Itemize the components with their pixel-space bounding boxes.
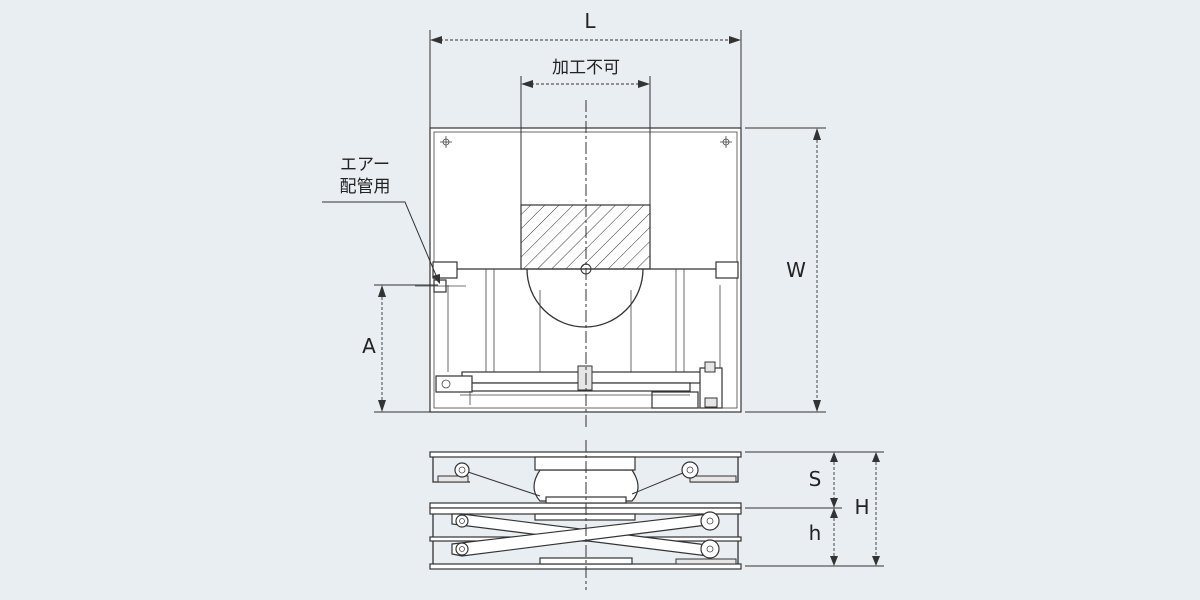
mount-hole-left (440, 136, 452, 148)
dimension-no-machining: 加工不可 (521, 58, 650, 88)
mount-hole-right (720, 136, 732, 148)
label-A: A (362, 334, 376, 358)
label-H: H (854, 495, 869, 519)
bottom-block (651, 391, 699, 409)
left-bracket (435, 375, 473, 393)
bellows-dome (526, 268, 644, 328)
corner-block-left (432, 261, 458, 279)
center-pin-block (577, 365, 593, 391)
dimension-S: S (745, 451, 884, 509)
corner-block-right (715, 261, 739, 279)
dimension-H: H (854, 452, 880, 566)
dimension-L: L (429, 9, 742, 128)
bellows-dome-inner (539, 290, 632, 372)
label-h: h (809, 521, 822, 545)
air-line-callout: エアー 配管用 (322, 155, 440, 284)
top-view (415, 76, 742, 430)
label-S: S (809, 467, 822, 491)
label-air-line-1: エアー (340, 155, 390, 175)
dimension-W: W (745, 127, 826, 413)
dimension-A: A (362, 284, 438, 413)
side-view-lower (429, 507, 742, 570)
scissor-arm-2 (451, 513, 717, 557)
dimension-h: h (745, 508, 884, 567)
label-W: W (786, 258, 806, 282)
label-L: L (584, 9, 596, 33)
label-no-machining: 加工不可 (552, 58, 620, 78)
label-air-line-2: 配管用 (340, 177, 391, 197)
